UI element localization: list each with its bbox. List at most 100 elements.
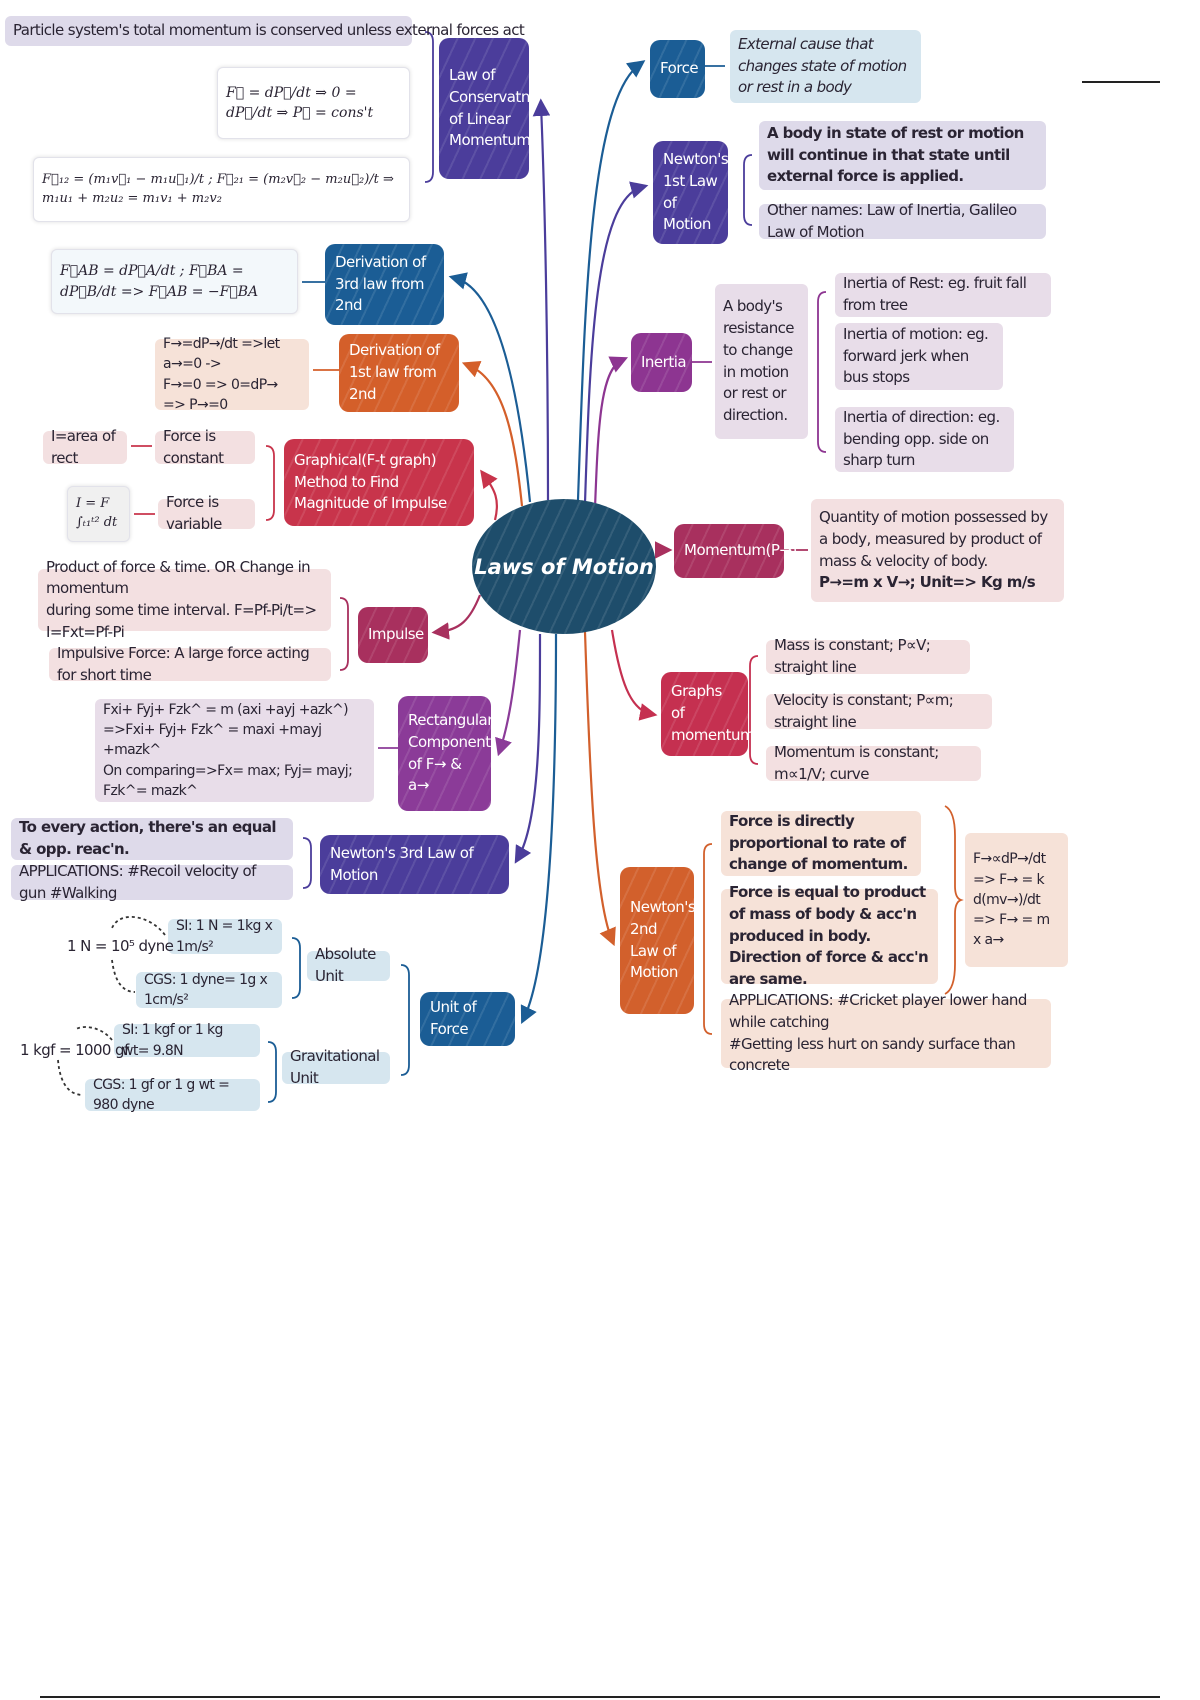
gravitational-si-unit: SI: 1 kgf or 1 kg wt= 9.8N [114,1022,260,1059]
node-graphs-of-momentum[interactable]: Graphs of momentum [661,672,755,756]
dashed-link-kgf-gf [57,1026,113,1096]
bracket-conservation [424,31,434,183]
variable-force-integral: I = F ∫ₜ₁ᵗ² dt [67,486,130,542]
text: Force is directly proportional to rate o… [729,811,908,874]
text-line: during some time interval. F=Pf-Pi/t=> I… [46,601,317,641]
node-label: Derivation of 3rd law from 2nd [335,252,426,315]
inertia-of-direction: Inertia of direction: eg. bending opp. s… [835,407,1014,472]
text: Gravitational Unit [290,1047,380,1087]
first-law-statement: A body in state of rest or motion will c… [759,121,1046,190]
rectangular-component-formulas: Fxi+ Fyj+ Fzk^ = m (axi +ayj +azk^) =>Fx… [95,699,374,802]
edge-inertia [593,356,629,509]
text: SI: 1 N = 1kg x 1m/s² [176,918,273,955]
divider-line-top [1082,81,1160,83]
conservation-formula-2: F⃗₁₂ = (m₁v⃗₁ − m₁u⃗₁)/t ; F⃗₂₁ = (m₂v⃗₂… [33,157,410,222]
node-label: Momentum(P→) [684,541,797,560]
divider-line-bottom [40,1696,1160,1698]
node-rectangular-component[interactable]: Rectangular Component of F→ & a→ [398,696,493,811]
node-label: Newton's 2nd Law of Motion [630,898,696,982]
node-newtons-second-law[interactable]: Newton's 2nd Law of Motion [620,867,696,1014]
edge-force [576,60,646,501]
second-law-statement-1: Force is directly proportional to rate o… [721,811,921,876]
dashed-link-newton-dyne [111,916,166,993]
text: Quantity of motion possessed by a body, … [819,508,1048,570]
central-topic-laws-of-motion[interactable]: Laws of Motion [472,499,656,634]
bracket-third-law [302,837,312,889]
edge-derivation-1st [461,360,524,507]
formula-line: F→=dP→/dt =>let a→=0 -> [163,335,280,373]
text: Velocity is constant; P∝m; straight line [774,690,954,731]
text: Impulsive Force: A large force acting fo… [57,643,310,684]
second-law-formula: F→∝dP→/dt => F→ = k d(mv→)/dt => F→ = m … [965,833,1068,967]
formula-line: => F→ = k [973,871,1045,888]
conservation-formula-1: F⃗ = dP⃗/dt ⇒ 0 = dP⃗/dt ⇒ P⃗ = cons't [217,67,410,139]
force-variable-case: Force is variable [158,493,255,533]
edge-impulse [431,594,482,640]
node-inertia[interactable]: Inertia [631,333,692,392]
bracket-inertia [817,291,827,453]
text: Inertia of Rest: eg. fruit fall from tre… [843,274,1027,314]
node-label: Impulse [368,625,424,644]
graph-momentum-constant: Momentum is constant; m∝1/V; curve [766,743,981,783]
text: I=area of rect [51,426,116,467]
formula-text: F⃗₁₂ = (m₁v⃗₁ − m₁u⃗₁)/t ; F⃗₂₁ = (m₂v⃗₂… [42,171,394,206]
edge-graphical [480,469,499,521]
impulsive-force-definition: Impulsive Force: A large force acting fo… [49,644,331,684]
third-law-statement: To every action, there's an equal & opp.… [11,818,293,860]
impulse-definition: Product of force & time. OR Change in mo… [38,558,331,641]
node-graphical-method[interactable]: Graphical(F-t graph) Method to Find Magn… [284,439,474,526]
text: Inertia of direction: eg. bending opp. s… [843,407,1000,470]
derivation-3rd-formula: F⃗AB = dP⃗A/dt ; F⃗BA = dP⃗B/dt => F⃗AB … [51,249,298,314]
formula-line: On comparing=>Fx= max; Fyj= mayj; Fzk^= … [103,762,353,799]
node-momentum[interactable]: Momentum(P→) [674,524,797,578]
text: A body in state of rest or motion will c… [767,123,1024,186]
text-line: #Getting less hurt on sandy surface than… [729,1034,1016,1075]
brace-second-law-formula [944,805,964,995]
text: Momentum is constant; m∝1/V; curve [774,742,939,783]
momentum-definition: Quantity of motion possessed by a body, … [811,499,1064,602]
bracket-impulse [339,597,349,671]
node-conservation-of-momentum[interactable]: Law of Conservatn of Linear Momentum [439,38,531,179]
node-derivation-3rd-law[interactable]: Derivation of 3rd law from 2nd [325,244,444,325]
node-label: Newton's 3rd Law of Motion [330,843,474,884]
absolute-si-unit: SI: 1 N = 1kg x 1m/s² [168,918,282,955]
node-newtons-third-law[interactable]: Newton's 3rd Law of Motion [320,835,509,894]
text: Particle system's total momentum is cons… [13,21,525,40]
bracket-absolute [291,937,301,999]
edge-rectangular [495,629,522,757]
node-label: Inertia [641,352,687,371]
node-impulse[interactable]: Impulse [358,607,428,663]
formula-text: F⃗ = dP⃗/dt ⇒ 0 = dP⃗/dt ⇒ P⃗ = cons't [226,84,374,121]
node-label: Force [660,59,699,78]
text-line: Product of force & time. OR Change in mo… [46,557,311,598]
bracket-graphs [749,655,759,765]
edge-graphs [610,629,658,721]
bracket-first-law [743,154,753,226]
node-unit-of-force[interactable]: Unit of Force [420,992,515,1046]
formula-text: I = F ∫ₜ₁ᵗ² dt [76,496,118,530]
formula-text: F⃗AB = dP⃗A/dt ; F⃗BA = dP⃗B/dt => F⃗AB … [60,263,259,300]
node-label: Derivation of 1st law from 2nd [349,341,440,403]
node-derivation-1st-law[interactable]: Derivation of 1st law from 2nd [339,334,459,412]
text: CGS: 1 gf or 1 g wt = 980 dyne [93,1076,230,1113]
conservation-statement: Particle system's total momentum is cons… [5,16,525,46]
node-newtons-first-law[interactable]: Newton's 1st Law of Motion [653,141,729,244]
inertia-definition: A body's resistance to change in motion … [715,284,808,439]
node-force[interactable]: Force [650,40,705,98]
text: Mass is constant; P∝V; straight line [774,636,931,676]
text: To every action, there's an equal & opp.… [19,818,277,858]
inertia-of-rest: Inertia of Rest: eg. fruit fall from tre… [835,273,1051,317]
momentum-formula: P→=m x V→; Unit=> Kg m/s [819,573,1036,592]
second-law-applications: APPLICATIONS: #Cricket player lower hand… [721,991,1051,1074]
text: CGS: 1 dyne= 1g x 1cm/s² [144,971,268,1008]
bracket-gravitational [267,1041,277,1103]
text: A body's resistance to change in motion … [723,297,795,424]
absolute-unit: Absolute Unit [307,945,390,985]
text: Force is constant [163,426,224,467]
kgf-gf-relation: 1 kgf = 1000 gf [20,1041,129,1059]
node-label: Newton's 1st Law of Motion [663,150,729,234]
gravitational-unit: Gravitational Unit [282,1047,390,1087]
text: APPLICATIONS: #Recoil velocity of gun #W… [19,861,256,902]
node-label: Unit of Force [430,998,477,1038]
